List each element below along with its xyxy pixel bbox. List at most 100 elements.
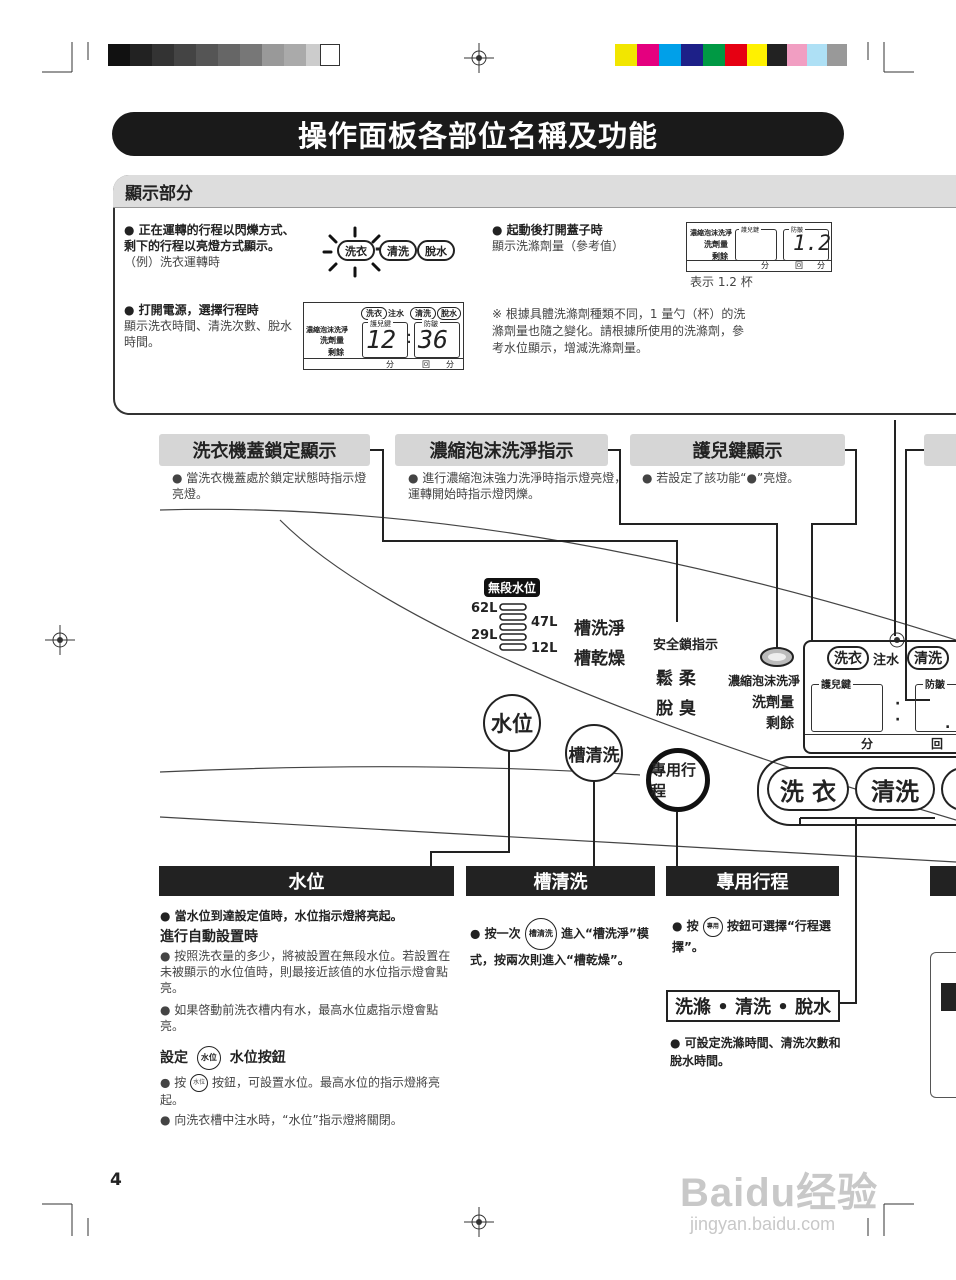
lcd2-caption: 表示 1.2 杯 xyxy=(690,275,753,289)
lcd-digits-right: 36 xyxy=(418,325,449,354)
callout-child-lock: 護兒鍵顯示 xyxy=(630,434,845,466)
display-section-header: 顯示部分 xyxy=(113,175,956,208)
lcd-detergent: 洗劑量 xyxy=(320,336,344,345)
panel-lcd-anti: 防皺 xyxy=(923,676,947,691)
display-note: ※ 根據具體洗滌劑種類不同，1 量勺（杯）的洗滌劑量也隨之變化。請根據所使用的洗… xyxy=(492,307,746,355)
soft-indicator: 鬆 柔 xyxy=(656,669,696,689)
page-number: 4 xyxy=(110,1170,122,1190)
lcd-example-detergent: 濃縮泡沫洗淨 洗劑量 剩餘 護兒鍵 防皺 1.2 分 回 分 xyxy=(686,222,832,272)
safety-lock-indicator: 安全鎖指示 xyxy=(653,638,719,653)
cut-off-box xyxy=(930,952,956,1098)
lcd-child: 護兒鍵 xyxy=(368,319,393,329)
panel-lcd-wash: 洗衣 xyxy=(827,646,869,670)
lcd-times: 回 xyxy=(422,360,430,369)
watermark-brand: Baidu经验 xyxy=(680,1171,879,1215)
lcd2-times: 回 xyxy=(795,261,803,270)
lcd-remain: 剩餘 xyxy=(328,348,344,357)
water-b2: ● 按照洗衣量的多少，將被設置在無段水位。若設置在未被顯示的水位值時，則最接近該… xyxy=(160,949,451,995)
panel-lcd-times: 回 xyxy=(931,737,944,751)
water-level-button[interactable]: 水位 xyxy=(483,694,541,752)
blink-example: 洗衣 ➡ 清洗 脫水 xyxy=(337,240,457,264)
deodor-indicator: 脫 臭 xyxy=(656,699,696,719)
lcd2-anti: 防皺 xyxy=(789,225,806,234)
main-button-group: 洗 衣 清洗 xyxy=(757,756,956,826)
lcd2-foam: 濃縮泡沫洗淨 xyxy=(690,229,732,237)
lcd2-detergent: 洗劑量 xyxy=(704,240,728,249)
lcd-digits-left: 12 xyxy=(366,325,397,354)
water-button-icon: 水位 xyxy=(196,1046,221,1070)
callout-foam: 濃縮泡沫洗淨指示 xyxy=(395,434,608,466)
watermark-url: jingyan.baidu.com xyxy=(690,1214,836,1234)
lcd-divider xyxy=(304,358,463,359)
panel-lcd-water: 注水 xyxy=(873,653,900,668)
tub-clean-button[interactable]: 槽清洗 xyxy=(565,724,623,782)
water-set-heading: 設定 水位 水位按鈕 xyxy=(160,1046,286,1070)
lcd-spin: 脫水 xyxy=(437,307,461,320)
water-b1: ● 當水位到達設定值時，水位指示燈將亮起。 xyxy=(160,909,403,923)
section-cut-off xyxy=(930,866,956,896)
lcd2-min2: 分 xyxy=(817,261,825,270)
pill-wash: 洗衣 xyxy=(337,240,375,261)
water-small-icon: 水位 xyxy=(190,1074,209,1092)
course-button-icon: 專用 xyxy=(702,916,723,937)
section-water-level: 水位 xyxy=(159,866,454,896)
lcd-colon: : xyxy=(406,327,413,348)
lcd2-remain: 剩餘 xyxy=(712,252,728,261)
cut-off-box-label xyxy=(941,983,956,1011)
lcd2-min: 分 xyxy=(761,261,769,270)
wash-button[interactable]: 洗 衣 xyxy=(767,767,849,811)
callout-lid-lock: 洗衣機蓋鎖定顯示 xyxy=(159,434,370,466)
lcd2-child: 護兒鍵 xyxy=(739,225,762,234)
page-title: 操作面板各部位名稱及功能 xyxy=(112,112,844,156)
lcd-example-time: 洗衣 注水 清洗 脫水 濃縮泡沫洗淨 洗劑量 剩餘 護兒鍵 防皺 12 : 36… xyxy=(303,302,464,370)
lcd-wash: 洗衣 xyxy=(361,307,387,320)
lcd2-divider xyxy=(687,260,831,261)
pill-spin: 脫水 xyxy=(417,240,455,261)
lcd-min2: 分 xyxy=(446,360,454,369)
lcd2-digits: 1.2 xyxy=(793,231,831,255)
callout-lid-lock-desc: ● 當洗衣機蓋處於鎖定狀態時指示燈亮燈。 xyxy=(172,471,367,501)
lcd-water: 注水 xyxy=(388,309,404,318)
panel-lcd-colon: ·· xyxy=(895,696,901,728)
water-b3: ● 如果啓動前洗衣槽内有水，最高水位處指示燈會點亮。 xyxy=(160,1003,439,1033)
callout-foam-desc: ● 進行濃縮泡沫強力洗淨時指示燈亮燈，運轉開始時指示燈閃爍。 xyxy=(408,471,627,501)
panel-lcd-left-frame xyxy=(811,684,883,732)
rinse-button[interactable]: 清洗 xyxy=(855,767,935,811)
lcd-anti: 防皺 xyxy=(422,319,440,329)
panel-detergent: 洗劑量 xyxy=(752,695,794,711)
panel-lcd-rinse: 清洗 xyxy=(907,646,949,670)
display-item-3: ● 起動後打開蓋子時 顯示洗滌劑量（參考值） xyxy=(492,223,625,253)
panel-lcd-divider xyxy=(805,734,956,735)
lcd-min: 分 xyxy=(386,360,394,369)
spin-button-partial[interactable] xyxy=(941,767,956,811)
section-special-course: 專用行程 xyxy=(666,866,839,896)
level-29: 29L xyxy=(471,628,498,643)
wrs-desc: ● 可設定洗滌時間、清洗次數和脫水時間。 xyxy=(670,1036,841,1068)
stepless-water-badge: 無段水位 xyxy=(484,578,541,597)
panel-foam: 濃縮泡沫洗淨 xyxy=(728,674,801,688)
tub-button-icon: 槽清洗 xyxy=(524,918,557,950)
level-47: 47L xyxy=(531,615,558,630)
section-wash-rinse-spin: 洗滌 • 清洗 • 脫水 xyxy=(666,990,840,1022)
water-sub: 進行自動設置時 xyxy=(160,929,258,945)
panel-lcd-child: 護兒鍵 xyxy=(819,676,853,691)
lcd-foam: 濃縮泡沫洗淨 xyxy=(306,326,348,334)
tub-desc: ● 按一次 槽清洗 進入“槽洗淨”模式，按兩次則進入“槽乾燥”。 xyxy=(470,918,660,970)
level-12: 12L xyxy=(531,641,558,656)
pill-rinse: 清洗 xyxy=(379,240,417,261)
display-item-1: ● 正在運轉的行程以閃爍方式、剩下的行程以亮燈方式顯示。 （例）洗衣運轉時 xyxy=(124,223,295,269)
panel-remain: 剩餘 xyxy=(766,716,794,732)
tub-dry-indicator: 槽乾燥 xyxy=(574,649,625,669)
level-62: 62L xyxy=(471,601,498,616)
callout-cut-off xyxy=(924,434,956,466)
display-section-heading: 顯示部分 xyxy=(125,184,193,204)
special-course-button[interactable]: 專用行程 xyxy=(646,748,710,812)
course-desc: ● 按 專用 按鈕可選擇“行程選擇”。 xyxy=(672,916,832,957)
water-b5: ● 向洗衣槽中注水時，“水位”指示燈將關閉。 xyxy=(160,1113,403,1127)
water-b4: ● 按 水位 按鈕，可設置水位。最高水位的指示燈將亮起。 xyxy=(160,1074,440,1107)
display-section-box xyxy=(113,175,956,415)
tub-clean-indicator: 槽洗淨 xyxy=(574,619,625,639)
panel-lcd: 洗衣 注水 清洗 護兒鍵 防皺 ·· . 分 回 xyxy=(803,640,956,754)
callout-child-lock-desc: ● 若設定了該功能“●”亮燈。 xyxy=(642,471,800,485)
